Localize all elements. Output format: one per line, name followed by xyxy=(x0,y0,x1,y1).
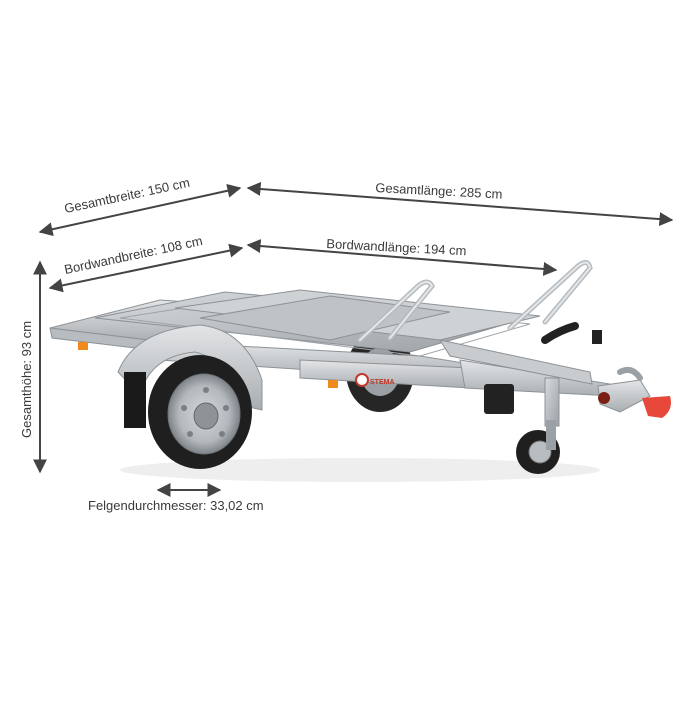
board-length-arrow xyxy=(246,239,558,276)
board-width-arrow xyxy=(48,243,244,293)
bike-holders xyxy=(357,260,593,343)
overall-height-label: Gesamthöhe: 93 cm xyxy=(19,320,34,438)
left-reflector xyxy=(78,342,88,350)
jockey-wheel xyxy=(516,420,560,474)
jack-handle xyxy=(484,322,602,427)
badge-text: STEMA xyxy=(370,379,395,386)
dimension-arrows xyxy=(33,181,674,497)
mud-flap xyxy=(124,372,146,428)
front-reflector xyxy=(328,380,338,388)
main-wheel xyxy=(117,324,263,469)
coupling-head xyxy=(597,367,671,418)
coupling-cap xyxy=(642,396,671,418)
overall-length-arrow xyxy=(246,181,674,227)
overall-width-arrow xyxy=(38,183,242,237)
rim-diameter-label: Felgendurchmesser: 33,02 cm xyxy=(88,498,264,513)
ground-shadow xyxy=(120,458,600,482)
brand-badge: STEMA xyxy=(355,373,395,387)
